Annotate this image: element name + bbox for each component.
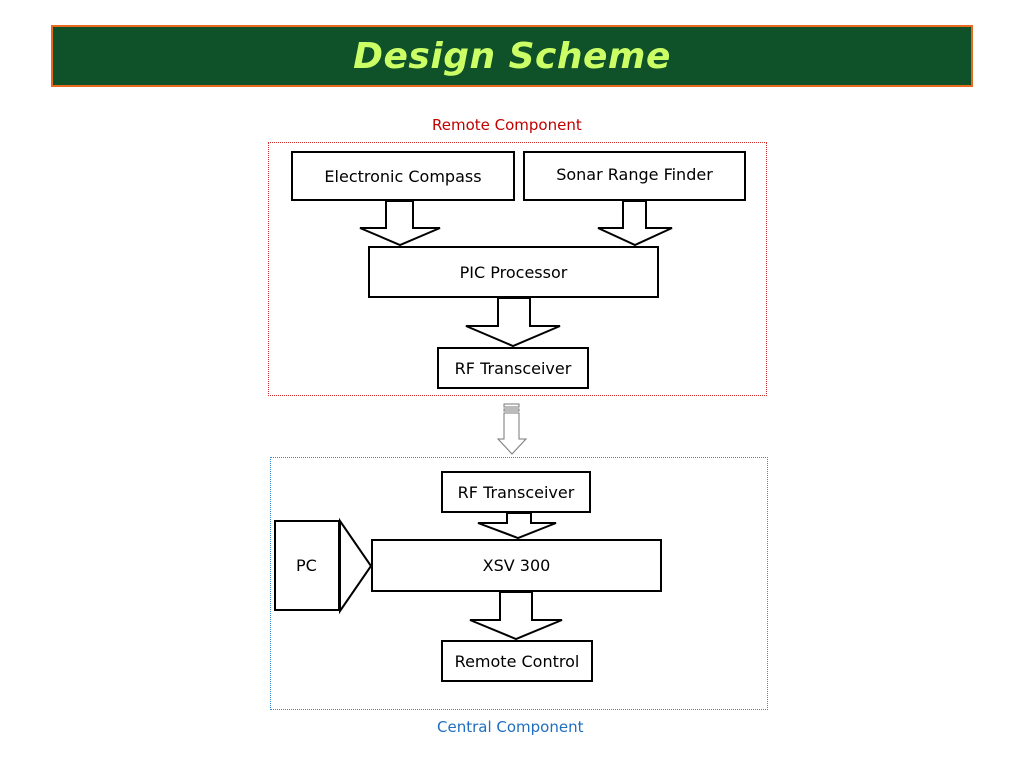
rf-transceiver-central-label: RF Transceiver <box>457 482 575 502</box>
rf-transceiver-remote-block: RF Transceiver <box>437 347 589 389</box>
remote-component-label: Remote Component <box>432 116 582 134</box>
pc-block: PC <box>274 520 340 611</box>
central-component-frame <box>270 457 768 710</box>
title-bar: Design Scheme <box>51 25 973 87</box>
remote-control-label: Remote Control <box>454 651 580 671</box>
remote-component-frame <box>268 142 767 396</box>
sonar-range-finder-label: Sonar Range Finder <box>556 164 713 184</box>
pic-processor-block: PIC Processor <box>368 246 659 298</box>
central-component-label: Central Component <box>437 718 584 736</box>
xsv-300-block: XSV 300 <box>371 539 662 592</box>
rf-transceiver-remote-label: RF Transceiver <box>454 358 572 378</box>
xsv-300-label: XSV 300 <box>482 556 551 575</box>
electronic-compass-label: Electronic Compass <box>324 166 482 186</box>
sonar-range-finder-block: Sonar Range Finder <box>523 151 746 201</box>
pc-label: PC <box>296 556 317 575</box>
pic-processor-label: PIC Processor <box>459 262 568 282</box>
rf-transceiver-central-block: RF Transceiver <box>441 471 591 513</box>
remote-control-block: Remote Control <box>441 640 593 682</box>
wireless-link-arrow <box>496 403 528 455</box>
slide-title: Design Scheme <box>353 35 671 77</box>
electronic-compass-block: Electronic Compass <box>291 151 515 201</box>
